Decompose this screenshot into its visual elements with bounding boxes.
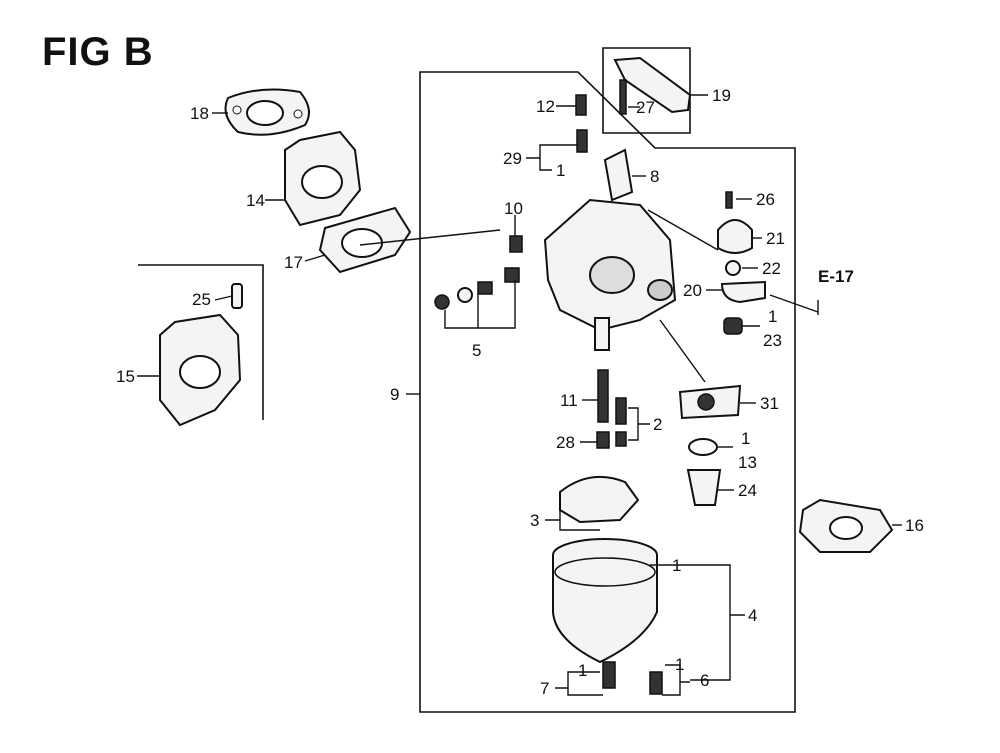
screw-29 [576,129,588,153]
insulator-frame [138,264,264,420]
screw-7 [602,661,616,689]
callout-13: 13 [738,453,757,472]
screw-10 [509,235,523,253]
callout-23: 23 [763,331,782,350]
callout-1b: 1 [768,307,777,326]
callout-12: 12 [536,97,555,116]
callout-31: 31 [760,394,779,413]
callout-5: 5 [472,341,481,360]
float-bowl-4 [552,538,658,664]
callout-21: 21 [766,229,785,248]
screw-26 [725,191,733,209]
figure-title: FIG B [42,30,154,74]
insulator-14 [284,130,362,227]
callout-27: 27 [636,98,655,117]
callout-16: 16 [905,516,924,535]
callout-1c: 1 [741,429,750,448]
callout-1a: 1 [556,161,565,180]
gasket-18 [224,88,310,136]
callout-18: 18 [190,104,209,123]
callout-6: 6 [700,671,709,690]
callout-1d: 1 [672,556,681,575]
valve-20 [720,280,766,304]
callout-10: 10 [504,199,523,218]
callout-9: 9 [390,385,399,404]
callout-24: 24 [738,481,757,500]
callout-2: 2 [653,415,662,434]
plate-8 [603,148,634,202]
callout-17: 17 [284,253,303,272]
lever-19 [613,56,692,115]
callout-1f: 1 [675,655,684,674]
bolt-24 [686,469,722,506]
callout-19: 19 [712,86,731,105]
cap-23 [723,317,743,335]
pilot-screw-5 [434,267,520,310]
screw-6 [649,671,663,695]
leader-lines [137,94,902,696]
callout-28: 28 [556,433,575,452]
jet-11 [597,369,609,423]
callout-20: 20 [683,281,702,300]
callout-3: 3 [530,511,539,530]
carburetor-body [543,198,677,351]
callout-11: 11 [560,391,578,410]
callout-7: 7 [540,679,549,698]
callout-29: 29 [503,149,522,168]
lever-frame [602,47,691,134]
callout-15: 15 [116,367,135,386]
callout-4: 4 [748,606,757,625]
gasket-16 [798,498,894,553]
callout-8: 8 [650,167,659,186]
carburetor-assembly-frame [419,71,796,713]
float-3 [559,475,640,524]
callout-22: 22 [762,259,781,278]
callout-25: 25 [192,290,211,309]
cover-21 [717,219,753,254]
reference-label: E-17 [818,267,854,286]
washer-22 [725,260,741,276]
callout-1e: 1 [578,661,587,680]
ring-2 [615,431,627,447]
callout-14: 14 [246,191,265,210]
spring-28 [596,431,610,449]
gasket-17 [318,206,412,274]
o-ring-13 [688,438,718,456]
insulator-15 [159,283,243,427]
callout-26: 26 [756,190,775,209]
screw-12 [575,94,587,116]
jet-2 [615,397,627,425]
